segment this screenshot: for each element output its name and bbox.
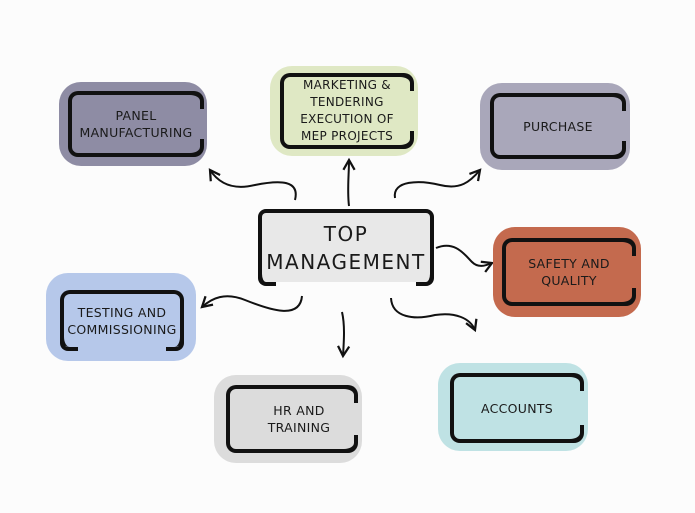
node-panel-manufacturing-label-line1: PANEL — [115, 108, 157, 123]
node-testing-label-line2: COMMISSIONING — [67, 321, 177, 337]
node-accounts: ACCOUNTS — [438, 363, 588, 451]
node-hr-training-label: HR AND TRAINING — [267, 403, 331, 435]
node-top-management: TOP MANAGEMENT — [258, 209, 434, 286]
node-accounts-label: ACCOUNTS — [480, 400, 554, 416]
node-panel-manufacturing: PANEL MANUFACTURING — [59, 82, 207, 166]
arrow-to-testing — [200, 295, 303, 312]
node-marketing-label-line1: MARKETING & — [303, 78, 391, 92]
node-panel-manufacturing-label-line2: MANUFACTURING — [79, 125, 193, 140]
node-marketing-label-line4: MEP PROJECTS — [300, 129, 394, 143]
node-hr-training: HR AND TRAINING — [214, 375, 362, 463]
arrow-to-purchase — [393, 168, 482, 199]
arrow-to-safety-quality — [435, 244, 495, 273]
arrow-to-marketing — [342, 157, 356, 207]
node-marketing-tendering: MARKETING & TENDERING EXECUTION OF MEP P… — [270, 66, 418, 156]
node-top-management-frame: TOP MANAGEMENT — [258, 209, 434, 286]
node-top-management-label-line2: MANAGEMENT — [266, 249, 426, 274]
arrow-to-panel-manufacturing — [208, 168, 297, 201]
node-marketing-label-line2: TENDERING — [310, 95, 384, 109]
node-testing-label-line1: TESTING AND — [77, 304, 167, 320]
node-safety-quality-label-line1: SAFETY AND — [528, 256, 610, 271]
node-safety-quality: SAFETY AND QUALITY — [493, 227, 641, 317]
node-marketing-label-line3: EXECUTION OF — [300, 112, 394, 126]
node-purchase: PURCHASE — [480, 83, 630, 170]
node-testing-commissioning: TESTING AND COMMISSIONING — [46, 273, 196, 361]
node-safety-quality-label-line2: QUALITY — [541, 273, 597, 288]
arrow-to-hr-training — [337, 311, 351, 359]
node-purchase-label: PURCHASE — [523, 118, 593, 134]
arrow-to-accounts — [390, 297, 478, 333]
node-top-management-label-line1: TOP — [323, 221, 369, 246]
